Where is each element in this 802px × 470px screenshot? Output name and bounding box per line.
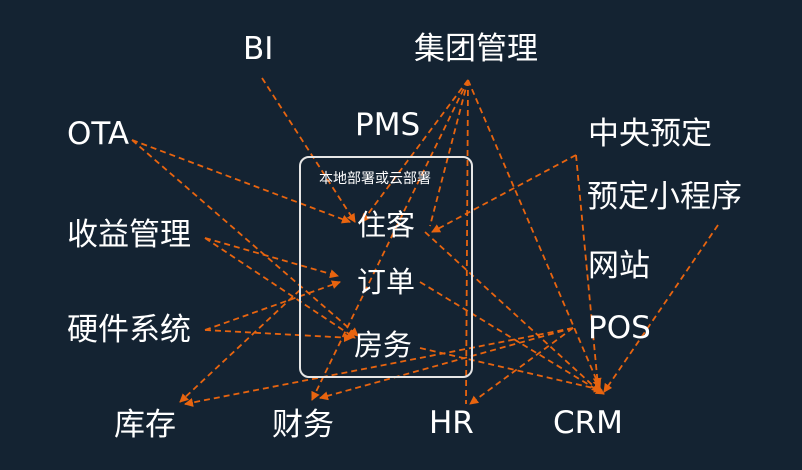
node-hr: HR <box>429 405 474 441</box>
node-finance: 财务 <box>272 407 334 443</box>
arrow-revenue-inventory <box>179 289 301 403</box>
arrow-group-hr <box>465 79 469 405</box>
deployment-caption: 本地部署或云部署 <box>319 171 431 187</box>
node-website: 网站 <box>588 248 650 284</box>
arrow-pos-inventory <box>184 327 574 407</box>
arrow-order-crm <box>419 281 605 395</box>
arrow-hardware-order <box>204 280 341 331</box>
arrow-ota-guest <box>131 139 351 224</box>
node-order: 订单 <box>357 265 416 299</box>
node-bi: BI <box>243 31 274 67</box>
node-hardware-system: 硬件系统 <box>67 312 191 348</box>
node-inventory: 库存 <box>114 407 176 443</box>
node-central-reservation: 中央预定 <box>588 116 712 152</box>
arrow-pos-hr <box>469 327 574 405</box>
node-pms: PMS <box>355 107 421 143</box>
arrow-housekeeping-crm <box>419 347 603 393</box>
node-housekeeping: 房务 <box>354 328 413 362</box>
arrow-revenue-housekeeping <box>204 237 356 339</box>
arrow-group-order <box>429 79 469 227</box>
arrow-revenue-order <box>204 237 339 279</box>
node-group-management: 集团管理 <box>414 31 538 67</box>
arrow-central-guest <box>431 154 577 233</box>
node-ota: OTA <box>67 116 130 152</box>
arrow-bi-guest <box>261 77 356 223</box>
node-pos: POS <box>588 310 651 346</box>
node-crm: CRM <box>553 405 623 441</box>
node-guest: 住客 <box>357 208 416 242</box>
node-revenue-management: 收益管理 <box>67 217 191 253</box>
arrow-miniapp-crm <box>603 224 719 393</box>
node-booking-miniapp: 预定小程序 <box>587 179 742 215</box>
arrow-hardware-housekeeping <box>204 329 353 343</box>
deployment-box <box>299 156 473 378</box>
arrow-central-crm <box>575 154 602 387</box>
arrow-group-crm <box>467 79 601 389</box>
arrow-pos-finance <box>319 327 574 401</box>
